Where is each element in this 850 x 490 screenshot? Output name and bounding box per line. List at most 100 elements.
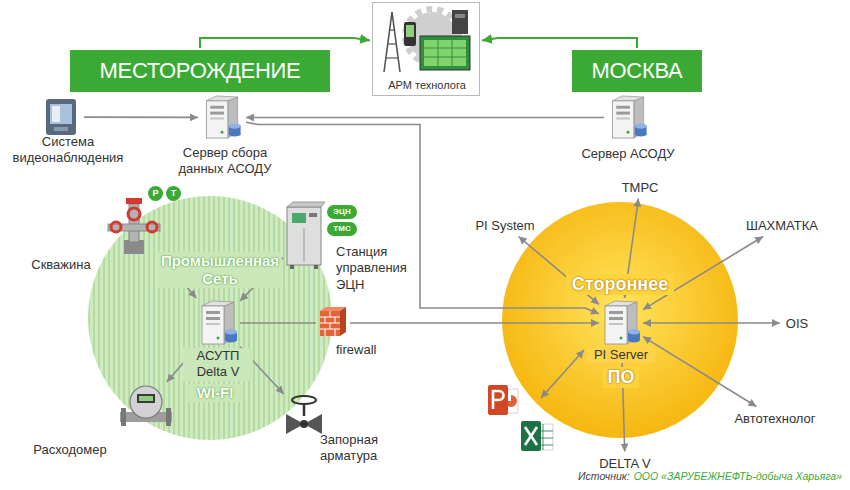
office-link xyxy=(541,350,584,398)
icon-part xyxy=(384,12,400,72)
node-label: Скважина xyxy=(20,257,102,273)
icon-part xyxy=(300,420,308,428)
icon-part xyxy=(121,408,126,426)
icon-part xyxy=(54,127,68,131)
system-node: Автотехнолог xyxy=(730,409,819,428)
connector xyxy=(350,322,599,324)
network-circle: Промышленная СетьWI-FI АСУТП Delta V xyxy=(88,196,332,440)
icon-part xyxy=(335,329,336,336)
icon-part xyxy=(386,57,398,58)
icon-part xyxy=(455,14,465,18)
icon-part xyxy=(137,394,155,403)
source-note: Источник:ООО «ЗАРУБЕЖНЕФТЬ-добыча Харьяг… xyxy=(578,470,842,482)
region-band: МЕСТОРОЖДЕНИЕ xyxy=(70,50,330,92)
icon-part xyxy=(126,198,142,204)
flowmeter-icon xyxy=(120,386,172,426)
icon-part xyxy=(139,396,153,401)
icon-part xyxy=(292,213,306,223)
icon-part xyxy=(452,10,468,34)
node-label: Сервер АСОДУ xyxy=(568,146,688,162)
arm-icon xyxy=(384,9,470,72)
circle-shape xyxy=(88,196,332,440)
valve-icon xyxy=(286,396,322,434)
esp-station-icon xyxy=(287,202,325,269)
server-icon xyxy=(605,301,640,344)
icon-part xyxy=(330,323,331,329)
icon-part xyxy=(287,207,321,265)
icon-part xyxy=(404,22,416,46)
node-label: Станция управления ЭЦН xyxy=(336,244,424,293)
icon-part xyxy=(111,222,121,232)
valve-node: Запорная арматура xyxy=(282,396,326,436)
icon-part xyxy=(129,204,139,242)
system-node: ТМРС xyxy=(618,178,663,197)
connector xyxy=(200,38,370,48)
node-label: Сервер сбора данных АСОДУ xyxy=(165,145,285,178)
icon-part xyxy=(438,40,439,66)
node-label: firewall xyxy=(336,342,396,358)
node-label: Система видеонаблюдения xyxy=(8,134,128,167)
system-node: PI System xyxy=(471,216,538,235)
icon-part xyxy=(147,222,157,232)
sensor-tag: Р xyxy=(148,186,163,201)
caption: Источник: xyxy=(578,470,630,482)
icon-part xyxy=(108,224,160,231)
sensor-tag: ЭЦН xyxy=(327,205,357,219)
system-name: ТМРС xyxy=(622,180,659,195)
node-label: Запорная арматура xyxy=(320,432,410,465)
server-icon xyxy=(612,96,646,138)
icon-part xyxy=(50,104,72,124)
system-name: OIS xyxy=(786,316,808,331)
circle-fill xyxy=(88,196,332,440)
firewall-node: firewall xyxy=(318,307,348,339)
region-title: МОСКВА xyxy=(592,58,683,84)
node-label: АСУТП Delta V xyxy=(183,348,253,381)
excel-icon xyxy=(521,421,553,451)
icon-part xyxy=(290,265,294,269)
node-label: Промышленная Сеть xyxy=(158,252,282,288)
node-label: ПО xyxy=(603,367,639,388)
node-label: WI-FI xyxy=(187,384,243,402)
connector xyxy=(240,322,316,324)
icon-part xyxy=(424,40,466,66)
node-label: АРМ технолога xyxy=(373,79,481,93)
node-label: Стороннее xyxy=(566,274,674,295)
icon-part xyxy=(128,208,140,220)
server-icon xyxy=(206,96,240,138)
icon-part xyxy=(325,317,326,323)
camera-icon xyxy=(46,99,76,135)
server-node: АСУТП Delta V xyxy=(198,300,238,346)
system-node: ШАХМАТКА xyxy=(742,216,822,235)
server-icon xyxy=(202,301,237,344)
icon-part xyxy=(340,307,346,336)
icon-part xyxy=(420,36,470,70)
workstation-box: АРМ технолога xyxy=(372,2,480,96)
icon-part xyxy=(525,427,537,445)
server-node: Сервер АСОДУ xyxy=(606,95,650,140)
region-title: МЕСТОРОЖДЕНИЕ xyxy=(100,58,301,84)
sensor-tag: ТМС xyxy=(327,222,357,236)
station-node: Станция управления ЭЦН xyxy=(285,202,325,269)
third-party-circle: СтороннееПОPI Server xyxy=(502,202,738,438)
region-band: МОСКВА xyxy=(572,50,702,92)
icon-part xyxy=(314,265,318,269)
system-node: OIS xyxy=(782,314,812,333)
icon-part xyxy=(424,48,466,49)
system-name: ШАХМАТКА xyxy=(746,218,818,233)
system-name: Автотехнолог xyxy=(734,411,815,426)
system-node: DELTA V xyxy=(595,454,655,473)
icon-part xyxy=(130,386,162,418)
system-name: PI System xyxy=(475,218,534,233)
icon-part xyxy=(389,29,395,30)
icon-part xyxy=(543,424,544,450)
icon-part xyxy=(330,311,331,317)
icon-part xyxy=(406,25,414,37)
icon-part xyxy=(46,99,76,135)
icon-part xyxy=(488,385,508,415)
icon-part xyxy=(292,396,316,404)
icon-part xyxy=(452,40,453,66)
icon-part xyxy=(304,228,305,262)
connector xyxy=(84,116,198,118)
connector xyxy=(643,322,780,324)
